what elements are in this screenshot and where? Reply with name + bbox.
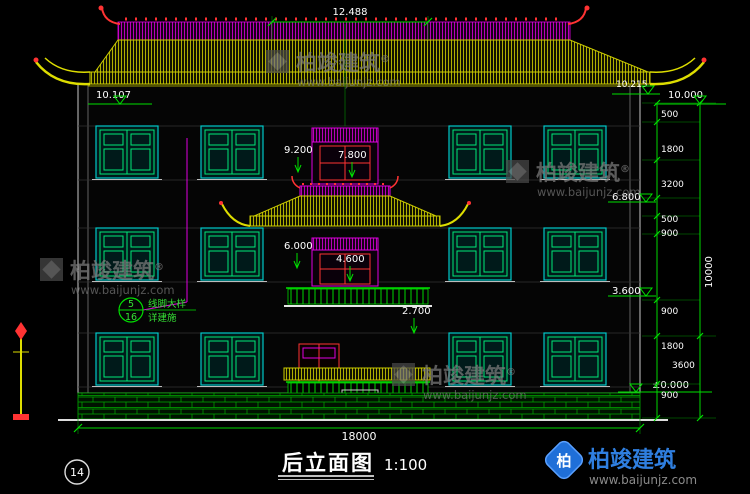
base (58, 392, 668, 421)
porch-ridge (299, 185, 391, 197)
logo-diamond-icon (544, 440, 584, 480)
svg-text:www.baijunjz.com: www.baijunjz.com (297, 75, 401, 89)
level-3600: 3.600 (612, 286, 641, 297)
ridge-finial-left (101, 7, 121, 25)
brand-logo: 柏 柏竣建筑 www.baijunjz.com (544, 440, 697, 487)
dim-chain: 1800 (661, 342, 684, 352)
svg-text:柏竣建筑®: 柏竣建筑® (536, 161, 630, 185)
sheet-number-bubble (64, 459, 90, 485)
svg-text:www.baijunjz.com: www.baijunjz.com (423, 388, 527, 402)
window (539, 227, 611, 283)
level-6800: 6.800 (612, 192, 641, 203)
callout-sheet: 16 (125, 312, 137, 323)
window (91, 332, 163, 388)
watermark: 柏竣建筑® www.baijunjz.com (392, 363, 527, 402)
sheet-number: 14 (70, 466, 84, 479)
window (539, 332, 611, 388)
window (444, 125, 516, 181)
title-block: 后立面图 1:100 14 (64, 451, 427, 485)
logo-url: www.baijunjz.com (589, 473, 697, 487)
detail-callout: 5 16 线脚大样 详建施 (118, 138, 196, 324)
level-2700: 2.700 (402, 306, 431, 317)
level-roof: 10.000 (668, 90, 703, 101)
watermark: 柏竣建筑® www.baijunjz.com (40, 258, 175, 297)
svg-text:www.baijunjz.com: www.baijunjz.com (71, 283, 175, 297)
dim-top-width: 12.488 (333, 7, 368, 18)
eave-curl-right (649, 61, 705, 86)
callout-text-2: 详建施 (148, 312, 177, 324)
logo-glyph: 柏 (556, 452, 571, 470)
dim-chain: 900 (661, 391, 678, 401)
ridge-finial-right (567, 7, 587, 25)
logo-brand-text: 柏竣建筑 (588, 447, 676, 473)
watermark: 柏竣建筑® www.baijunjz.com (506, 160, 641, 199)
brick-base (77, 392, 641, 420)
left-ornament-pole (13, 322, 29, 420)
drawing-title: 后立面图 (282, 451, 374, 475)
svg-text:www.baijunjz.com: www.baijunjz.com (537, 185, 641, 199)
callout-number: 5 (128, 299, 134, 310)
dim-right-total: 10000 (704, 256, 715, 288)
eave-curl-left (35, 61, 91, 86)
level-zero: ±0.000 (652, 380, 689, 391)
main-eave-fascia (89, 71, 651, 85)
dim-chain: 900 (661, 229, 678, 239)
window (196, 125, 268, 181)
window (444, 227, 516, 283)
window (196, 227, 268, 283)
main-ridge-band (117, 21, 571, 41)
svg-text:柏竣建筑®: 柏竣建筑® (422, 364, 516, 388)
dim-right-3600: 3600 (672, 361, 695, 371)
watermark: 柏竣建筑® www.baijunjz.com (266, 50, 401, 89)
callout-text-1: 线脚大样 (148, 298, 186, 310)
level-eave-right: 10.215 (616, 80, 648, 90)
dim-chain: 3200 (661, 180, 684, 190)
svg-text:柏竣建筑®: 柏竣建筑® (70, 259, 164, 283)
dimensions: 12.488 10.107 10.215 10.000 9.200 7.800 … (73, 7, 726, 443)
dim-bottom-total: 18000 (342, 430, 377, 443)
window (196, 332, 268, 388)
watermarks: 柏竣建筑® www.baijunjz.com 柏竣建筑® www.baijunj… (40, 50, 641, 402)
porch-eave (249, 215, 441, 227)
balcony-railing (287, 288, 429, 305)
dim-chain: 1800 (661, 145, 684, 155)
level-4600: 4.600 (336, 254, 365, 265)
dim-chain: 900 (661, 307, 678, 317)
window (91, 125, 163, 181)
level-7800: 7.800 (338, 150, 367, 161)
svg-text:柏竣建筑®: 柏竣建筑® (296, 51, 390, 75)
dim-chain: 500 (661, 110, 678, 120)
level-6000: 6.000 (284, 241, 313, 252)
level-9200: 9.200 (284, 145, 313, 156)
drawing-scale: 1:100 (384, 456, 427, 474)
main-roof (33, 5, 707, 87)
dim-chain: 500 (661, 215, 678, 225)
